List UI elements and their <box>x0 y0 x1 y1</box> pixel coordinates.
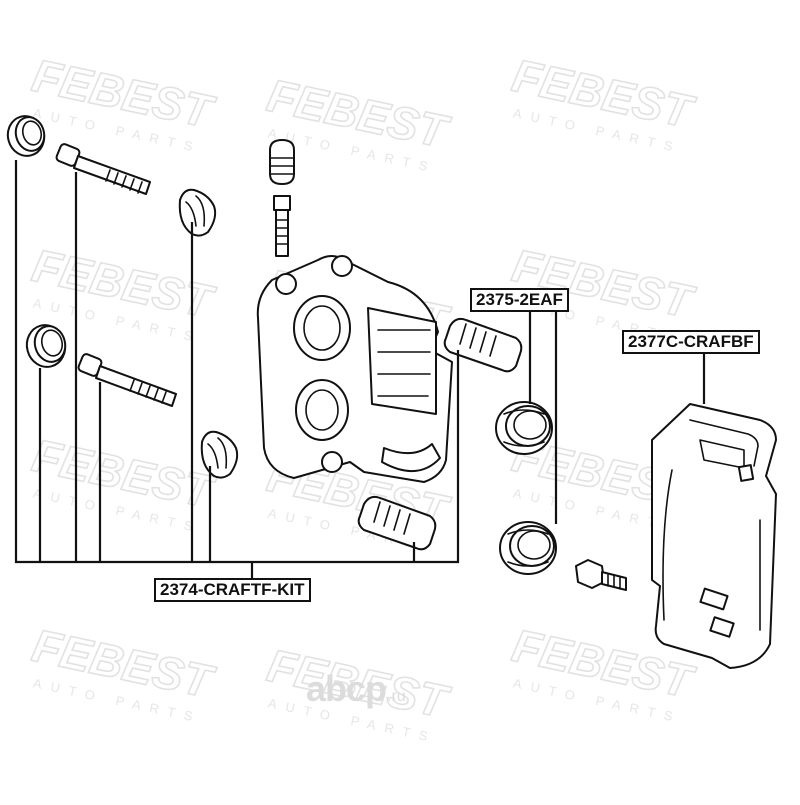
leader-lines-kit <box>14 160 460 578</box>
seal-ring-bottom <box>25 324 67 368</box>
seal-ring-top <box>6 115 46 157</box>
part-label-bracket: 2377C-CRAFBF <box>622 330 760 354</box>
bleeder-screw <box>273 195 291 257</box>
piston-seal-upper <box>495 401 553 455</box>
slide-pin-boot-upper <box>443 317 523 373</box>
site-watermark-tld: .ru <box>387 688 406 705</box>
leader-lines-piston-kit <box>528 312 558 524</box>
site-watermark-name: аbcp <box>306 668 387 709</box>
bleeder-cap <box>269 139 295 185</box>
guide-pin-bolt-bottom <box>77 353 177 407</box>
part-label-caliper-kit: 2374-CRAFTF-KIT <box>154 578 311 602</box>
caliper-bracket <box>651 403 777 669</box>
guide-pin-bolt-top <box>55 143 151 195</box>
slide-pin-boot-lower <box>357 495 437 551</box>
site-watermark: аbcp .ru <box>306 668 406 710</box>
bracket-bolt <box>575 559 627 591</box>
rubber-bushing-top <box>178 188 217 237</box>
piston-seal-lower <box>499 521 557 575</box>
part-label-piston-kit: 2375-2EAF <box>470 288 569 312</box>
caliper-housing <box>256 255 453 483</box>
